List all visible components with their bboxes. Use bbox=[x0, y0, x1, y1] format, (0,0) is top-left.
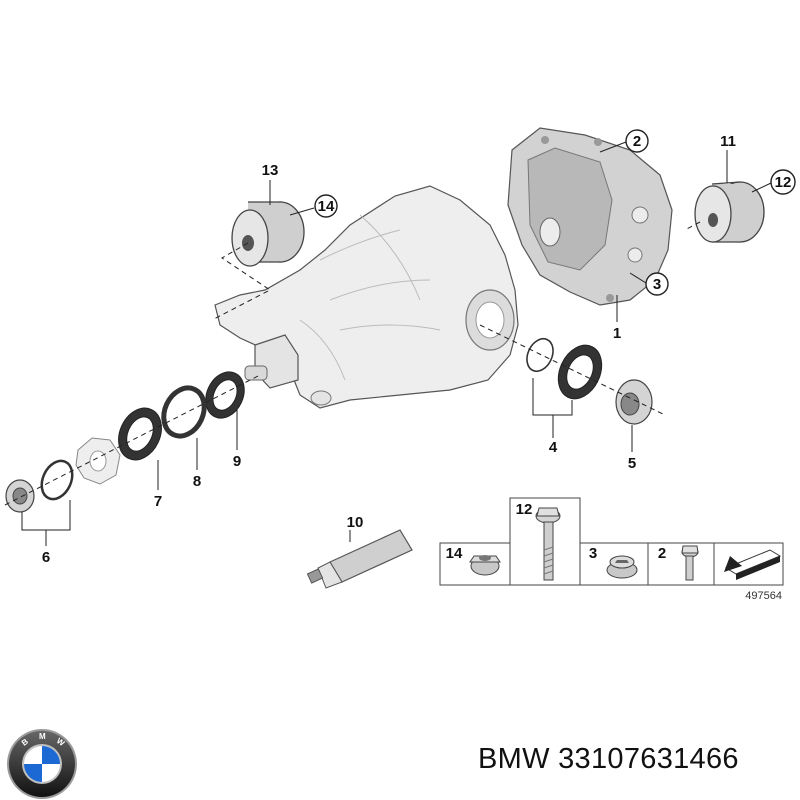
callout-4: 4 bbox=[549, 439, 558, 456]
o-ring-4 bbox=[526, 337, 554, 373]
svg-text:12: 12 bbox=[775, 174, 792, 191]
callout-1: 1 bbox=[613, 325, 621, 342]
shaft-seal-7 bbox=[118, 407, 162, 461]
callout-11: 11 bbox=[720, 133, 736, 150]
svg-text:W: W bbox=[55, 736, 67, 748]
svg-text:10: 10 bbox=[347, 514, 364, 531]
callout-5: 5 bbox=[628, 455, 636, 472]
hex-nut-14 bbox=[469, 555, 501, 576]
callout-7: 7 bbox=[154, 493, 162, 510]
svg-text:6: 6 bbox=[42, 549, 50, 566]
rubber-mount-13 bbox=[231, 201, 305, 267]
collar-nut-6 bbox=[5, 479, 35, 513]
seal-ring-9 bbox=[205, 371, 245, 419]
legend-label-3: 3 bbox=[589, 545, 597, 562]
svg-text:3: 3 bbox=[653, 276, 661, 293]
leader-lines bbox=[21, 141, 772, 546]
callout-8: 8 bbox=[193, 473, 201, 490]
callout-13: 13 bbox=[262, 162, 279, 179]
callout-2: 2 bbox=[625, 129, 649, 153]
diagram-number: 497564 bbox=[745, 590, 782, 602]
callout-9: 9 bbox=[233, 453, 241, 470]
callout-14: 14 bbox=[314, 194, 338, 218]
sealant-tube-10 bbox=[306, 529, 413, 589]
spacer-ring-8 bbox=[161, 385, 207, 439]
callout-3: 3 bbox=[645, 272, 669, 296]
o-ring-6 bbox=[40, 459, 74, 501]
svg-text:8: 8 bbox=[193, 473, 201, 490]
differential-housing bbox=[214, 185, 519, 409]
svg-text:7: 7 bbox=[154, 493, 162, 510]
svg-text:9: 9 bbox=[233, 453, 241, 470]
hex-bolt-12 bbox=[535, 507, 561, 581]
axis-line-left bbox=[4, 374, 261, 506]
shaft-seal-4 bbox=[557, 344, 603, 400]
screw-plug-3 bbox=[606, 555, 638, 579]
orientation-arrow-icon bbox=[724, 549, 782, 580]
hex-bolt-2 bbox=[681, 545, 699, 581]
legend-label-2: 2 bbox=[658, 545, 666, 562]
svg-text:B: B bbox=[20, 737, 30, 748]
svg-text:2: 2 bbox=[633, 133, 641, 150]
svg-text:11: 11 bbox=[720, 133, 736, 150]
svg-text:13: 13 bbox=[262, 162, 279, 179]
legend-label-14: 14 bbox=[446, 545, 463, 562]
axis-line-mount-11 bbox=[684, 221, 701, 231]
callout-12: 12 bbox=[770, 169, 796, 195]
svg-text:4: 4 bbox=[549, 439, 558, 456]
svg-text:M: M bbox=[39, 732, 46, 741]
legend-label-12: 12 bbox=[516, 501, 533, 518]
fasteners-legend-box: 14 12 3 2 bbox=[439, 497, 784, 586]
rear-cover bbox=[507, 127, 673, 306]
rubber-mount-11 bbox=[694, 181, 765, 243]
collar-nut-5 bbox=[615, 379, 653, 425]
callout-10: 10 bbox=[347, 514, 364, 531]
callout-6: 6 bbox=[42, 549, 50, 566]
bmw-logo: B M W bbox=[7, 729, 77, 799]
svg-text:14: 14 bbox=[318, 198, 335, 215]
part-caption: BMW 33107631466 bbox=[478, 743, 739, 775]
axis-line-mount-13 bbox=[211, 242, 271, 321]
svg-text:5: 5 bbox=[628, 455, 636, 472]
svg-text:1: 1 bbox=[613, 325, 621, 342]
axis-line-right bbox=[479, 324, 666, 416]
drive-flange bbox=[75, 437, 121, 485]
